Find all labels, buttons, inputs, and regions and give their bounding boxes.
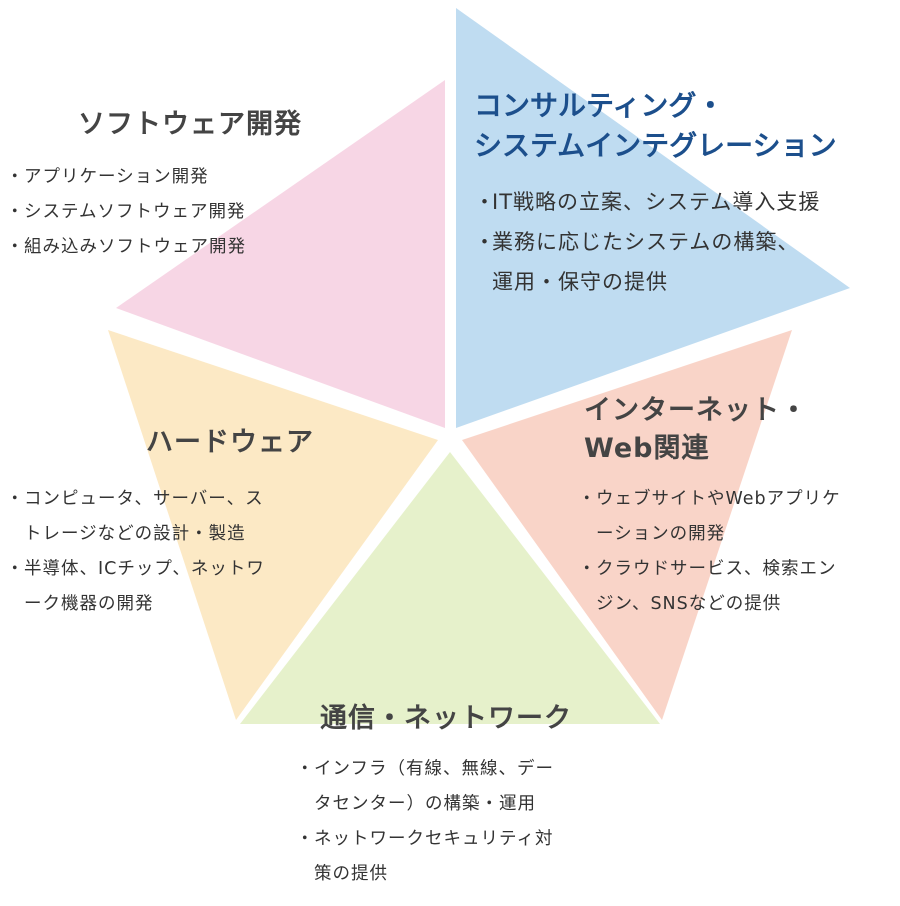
- title-line: ハードウェア: [146, 427, 314, 458]
- segment-title-hardware: ハードウェア: [6, 424, 336, 462]
- title-line: 通信・ネットワーク: [320, 703, 572, 734]
- segment-title-software: ソフトウェア開発: [6, 106, 446, 144]
- list-item: 組み込みソフトウェア開発: [6, 230, 446, 265]
- segment-software: ソフトウェア開発 アプリケーション開発 システムソフトウェア開発 組み込みソフト…: [6, 106, 446, 265]
- list-item: 業務に応じたシステムの構築、運用・保守の提供: [474, 222, 894, 302]
- title-line: システムインテグレーション: [474, 129, 837, 162]
- title-line: コンサルティング・: [474, 89, 725, 122]
- list-item: IT戦略の立案、システム導入支援: [474, 182, 894, 222]
- list-item: システムソフトウェア開発: [6, 195, 446, 230]
- segment-title-internet: インターネット・ Web関連: [578, 392, 898, 468]
- segment-title-consulting: コンサルティング・ システムインテグレーション: [474, 86, 894, 166]
- segment-shape-network: [240, 452, 660, 724]
- segment-consulting: コンサルティング・ システムインテグレーション IT戦略の立案、システム導入支援…: [474, 86, 894, 302]
- segment-list-consulting: IT戦略の立案、システム導入支援 業務に応じたシステムの構築、運用・保守の提供: [474, 182, 894, 302]
- title-line: ソフトウェア開発: [78, 109, 302, 140]
- title-line: インターネット・: [584, 395, 808, 426]
- list-item: アプリケーション開発: [6, 160, 446, 195]
- segment-title-network: 通信・ネットワーク: [296, 700, 636, 738]
- title-line: Web関連: [584, 433, 710, 464]
- segment-list-software: アプリケーション開発 システムソフトウェア開発 組み込みソフトウェア開発: [6, 160, 446, 265]
